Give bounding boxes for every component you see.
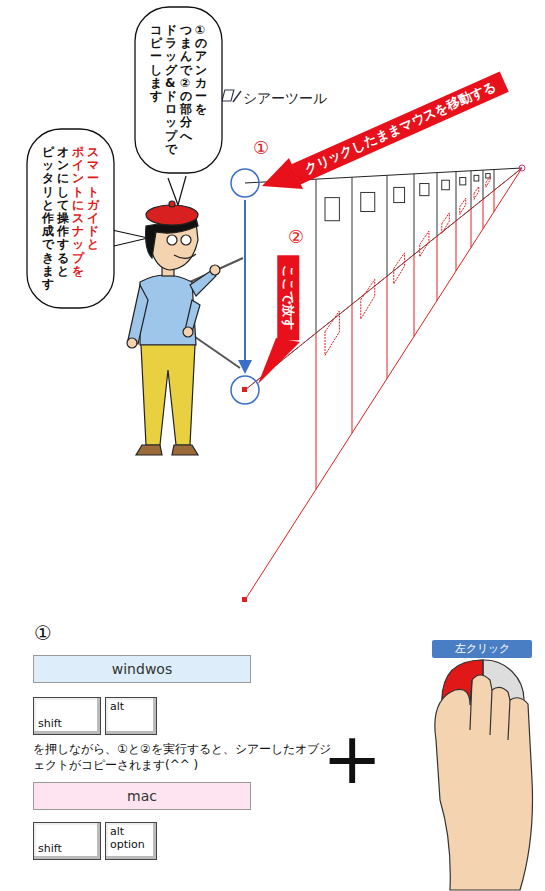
bubble-tail: [112, 230, 148, 246]
key-text: alt option: [110, 826, 152, 851]
keyboard-key: shift: [33, 822, 101, 860]
plus-sign: +: [322, 710, 382, 807]
key-text: shift: [38, 718, 96, 731]
band-text: mac: [127, 788, 157, 804]
button-tag: 左クリック: [432, 640, 532, 658]
bubble-text: ①のアンカーを: [195, 24, 207, 116]
tag-text: 左クリック: [432, 640, 532, 658]
keyboard-key: shift: [33, 697, 101, 735]
move-arrow: [244, 200, 246, 362]
instruction-text: を押しながら、①と②を実行すると、シアーしたオブジェクトがコピーされます(^^ …: [33, 741, 333, 773]
release-banner: ここで放す: [277, 255, 299, 340]
callout-number: ①: [253, 136, 269, 160]
os-band: mac: [33, 782, 251, 810]
bubble-text: オンにして操作すると: [57, 146, 69, 278]
os-band: windwos: [33, 655, 251, 683]
bubble-text: コピーします: [150, 24, 162, 103]
mouse-hand: [435, 660, 533, 890]
callout-number: ②: [288, 225, 304, 249]
shear-tool-icon: [222, 90, 241, 102]
key-text: alt: [110, 701, 152, 714]
bubble-text: ピッタリと作成できます: [42, 146, 54, 291]
bubble-text: ドラッグ&ドロップで: [165, 24, 177, 156]
band-text: windwos: [112, 661, 172, 677]
keyboard-key: alt option: [105, 822, 157, 860]
bubble-text: つまんで②の部分へ: [180, 24, 192, 143]
bubble-text: スマートガイドと: [87, 146, 99, 252]
arrow-head: [258, 338, 300, 384]
keyboard-key: alt: [105, 697, 157, 735]
instruction-banner: クリックしたままマウスを移動する: [291, 72, 508, 184]
bubble-text: ポイントにスナップを: [72, 146, 84, 278]
tool-name: シアーツール: [243, 89, 327, 108]
teacher-figure: [127, 201, 243, 455]
speech-bubble: ①のアンカーをつまんで②の部分へドラッグ&ドロップでコピーします: [134, 6, 223, 174]
speech-bubble: スマートガイドとポイントにスナップをオンにして操作するとピッタリと作成できます: [26, 128, 115, 309]
key-text: shift: [38, 843, 96, 856]
perspective-object: [242, 165, 525, 602]
step-number: ①: [34, 620, 52, 647]
anchor-circle: [231, 169, 259, 197]
anchor-circle: [231, 376, 259, 404]
